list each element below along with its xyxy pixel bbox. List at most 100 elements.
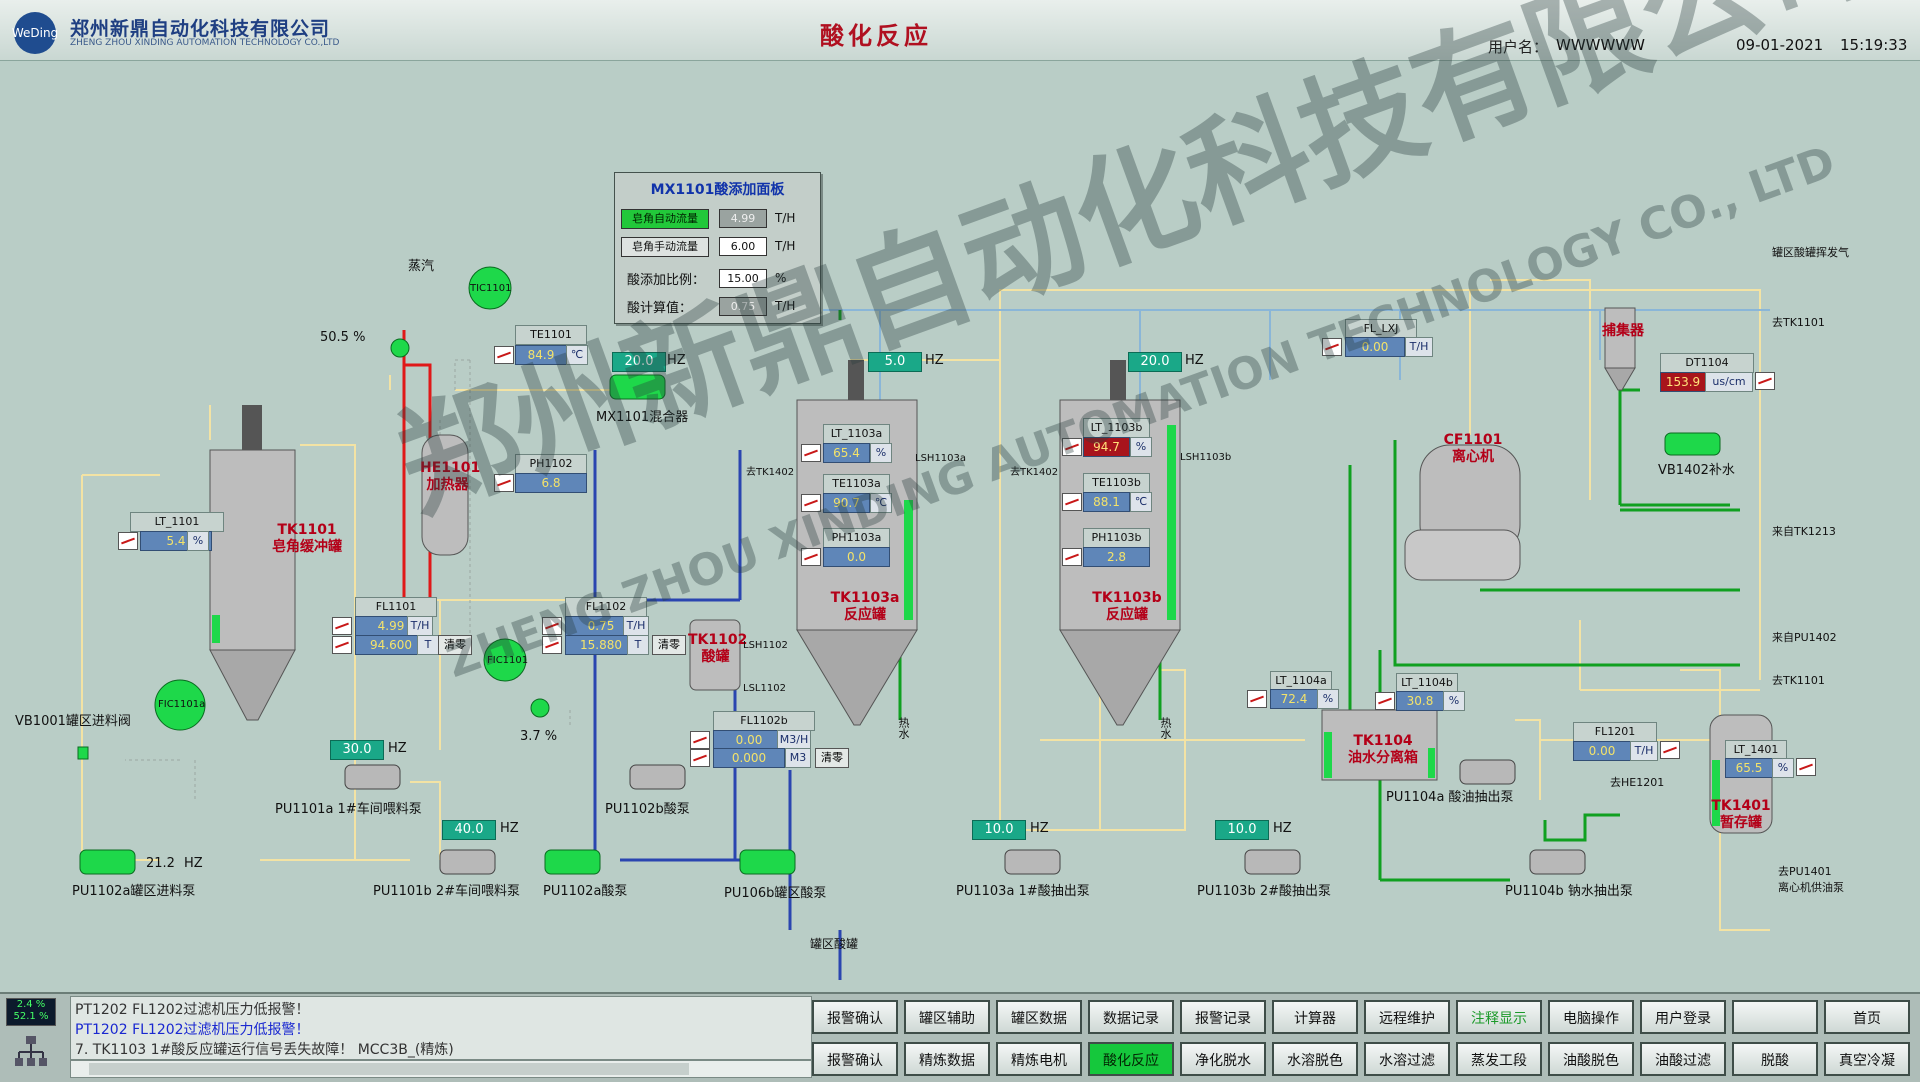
- network-icon[interactable]: [14, 1034, 48, 1074]
- fl1101-reset-button[interactable]: 清零: [438, 635, 472, 655]
- nav-button-1-7[interactable]: 远程维护: [1364, 1000, 1450, 1034]
- fl1102b-tag: FL1102b: [713, 711, 815, 731]
- fl1201-trend-icon[interactable]: [1660, 741, 1680, 759]
- ph1102-value: 6.8: [515, 473, 587, 493]
- tic1101-label[interactable]: TIC1101: [470, 283, 512, 294]
- ph1103a-value: 0.0: [823, 547, 890, 567]
- ph1102-trend-icon[interactable]: [494, 474, 514, 492]
- fl1102-trend-icon-2[interactable]: [542, 636, 562, 654]
- nav-button-1-2[interactable]: 罐区辅助: [904, 1000, 990, 1034]
- fl1102-flow-unit: T/H: [623, 616, 649, 636]
- lt1104a-trend-icon[interactable]: [1247, 690, 1267, 708]
- fl1102b-reset-button[interactable]: 清零: [815, 748, 849, 768]
- nav-button-2-5[interactable]: 净化脱水: [1180, 1042, 1266, 1076]
- nav-button-1-12[interactable]: 首页: [1824, 1000, 1910, 1034]
- te1101-trend-icon[interactable]: [494, 346, 514, 364]
- fl1102b-total-value: 0.000: [713, 748, 785, 768]
- nav-button-2-8[interactable]: 蒸发工段: [1456, 1042, 1542, 1076]
- nav-button-2-11[interactable]: 脱酸: [1732, 1042, 1818, 1076]
- nav-button-1-10[interactable]: 用户登录: [1640, 1000, 1726, 1034]
- nav-button-2-9[interactable]: 油酸脱色: [1548, 1042, 1634, 1076]
- alarm-row[interactable]: PT1202 FL1202过滤机压力低报警！: [75, 1002, 310, 1018]
- lt1101-tag: LT_1101: [130, 512, 224, 532]
- ph1103a-trend-icon[interactable]: [801, 548, 821, 566]
- nav-button-2-1[interactable]: 报警确认: [812, 1042, 898, 1076]
- vb1001-label: VB1001罐区进料阀: [15, 714, 131, 729]
- ph1103b-tag: PH1103b: [1083, 528, 1150, 548]
- fic1101-label[interactable]: FIC1101: [487, 655, 529, 666]
- fl1102-total-unit: T: [627, 635, 649, 655]
- nav-button-1-11[interactable]: [1732, 1000, 1818, 1034]
- alarm-list[interactable]: PT1202 FL1202过滤机压力低报警！ PT1202 FL1202过滤机压力…: [70, 996, 812, 1060]
- fl1102b-trend-icon-1[interactable]: [690, 731, 710, 749]
- acid-ratio-unit: %: [775, 271, 787, 285]
- nav-button-2-7[interactable]: 水溶过滤: [1364, 1042, 1450, 1076]
- nav-button-1-5[interactable]: 报警记录: [1180, 1000, 1266, 1034]
- lt1101-trend-icon[interactable]: [118, 532, 138, 550]
- te1103b-tag: TE1103b: [1083, 473, 1150, 493]
- acid-ratio-label: 酸添加比例：: [627, 273, 706, 288]
- tank-tk1101: [209, 405, 296, 721]
- fl1101-trend-icon-1[interactable]: [332, 617, 352, 635]
- ph1102-tag: PH1102: [515, 454, 587, 474]
- ph1103b-trend-icon[interactable]: [1062, 548, 1082, 566]
- nav-button-1-3[interactable]: 罐区数据: [996, 1000, 1082, 1034]
- ph1103a-tag: PH1103a: [823, 528, 890, 548]
- te1103a-trend-icon[interactable]: [801, 494, 821, 512]
- soap-auto-flow-button[interactable]: 皂角自动流量: [621, 209, 709, 229]
- soap-manual-flow-button[interactable]: 皂角手动流量: [621, 237, 709, 257]
- meter-bottom: 52.1 %: [13, 1011, 49, 1022]
- nav-button-1-8[interactable]: 注释显示: [1456, 1000, 1542, 1034]
- lt1104b-trend-icon[interactable]: [1375, 692, 1395, 710]
- nav-button-1-6[interactable]: 计算器: [1272, 1000, 1358, 1034]
- lt1401-trend-icon[interactable]: [1796, 758, 1816, 776]
- nav-button-1-9[interactable]: 电脑操作: [1548, 1000, 1634, 1034]
- nav-button-2-10[interactable]: 油酸过滤: [1640, 1042, 1726, 1076]
- scrollbar-thumb[interactable]: [89, 1063, 689, 1075]
- tk1102-label: TK1102 酸罐: [688, 632, 748, 665]
- nav-button-2-6[interactable]: 水溶脱色: [1272, 1042, 1358, 1076]
- fl1102b-trend-icon-2[interactable]: [690, 749, 710, 767]
- acid-ratio-input[interactable]: 15.00: [719, 269, 767, 288]
- pu1102a-tank-hz-value: 21.2: [146, 856, 175, 871]
- from-tk1213: 来自TK1213: [1772, 525, 1836, 538]
- nav-button-1-1[interactable]: 报警确认: [812, 1000, 898, 1034]
- alarm-row[interactable]: PT1202 FL1202过滤机压力低报警！: [75, 1022, 310, 1038]
- fl1101-total-unit: T: [417, 635, 439, 655]
- fl1102-trend-icon-1[interactable]: [542, 617, 562, 635]
- fl1102-reset-button[interactable]: 清零: [652, 635, 686, 655]
- fl-lxj-trend-icon[interactable]: [1322, 338, 1342, 356]
- company-name: 郑州新鼎自动化科技有限公司: [70, 18, 331, 40]
- to-he1201-label: 去HE1201: [1610, 776, 1665, 789]
- lt1103b-unit: %: [1130, 437, 1152, 457]
- catcher-vessel: [1604, 307, 1636, 391]
- fl1201-unit: T/H: [1630, 741, 1658, 761]
- nav-button-2-3[interactable]: 精炼电机: [996, 1042, 1082, 1076]
- ph1103b-value: 2.8: [1083, 547, 1150, 567]
- lt1103a-trend-icon[interactable]: [801, 444, 821, 462]
- user-name[interactable]: WWWWWW: [1556, 36, 1645, 54]
- lt1103b-tag: LT_1103b: [1083, 418, 1150, 438]
- centrifuge-cf1101: [1404, 444, 1521, 581]
- fl1101-total-value: 94.600: [355, 635, 427, 655]
- nav-button-1-4[interactable]: 数据记录: [1088, 1000, 1174, 1034]
- nav-button-2-4[interactable]: 酸化反应: [1088, 1042, 1174, 1076]
- te1103b-trend-icon[interactable]: [1062, 493, 1082, 511]
- te1103a-value: 90.7: [823, 493, 870, 513]
- fl1102b-flow-unit: M3/H: [777, 730, 811, 750]
- fl1101-trend-icon-2[interactable]: [332, 636, 352, 654]
- nav-button-2-12[interactable]: 真空冷凝: [1824, 1042, 1910, 1076]
- pu1101b-hz-unit: HZ: [500, 821, 519, 836]
- lt1103b-trend-icon[interactable]: [1062, 438, 1082, 456]
- fic1101a-label[interactable]: FIC1101a: [158, 699, 206, 710]
- tank-tk1104: [1321, 709, 1438, 781]
- alarm-row[interactable]: 7. TK1103 1#酸反应罐运行信号丢失故障！ MCC3B_(精炼): [75, 1042, 454, 1058]
- dt1104-trend-icon[interactable]: [1755, 372, 1775, 390]
- fl1101-tag: FL1101: [355, 597, 437, 617]
- valve2-open-pct: 3.7 %: [520, 729, 558, 744]
- nav-button-2-2[interactable]: 精炼数据: [904, 1042, 990, 1076]
- pu1101a-hz-unit: HZ: [388, 741, 407, 756]
- soap-manual-flow-input[interactable]: 6.00: [719, 237, 767, 256]
- alarm-scrollbar[interactable]: [70, 1060, 812, 1078]
- te1103b-value: 88.1: [1083, 492, 1130, 512]
